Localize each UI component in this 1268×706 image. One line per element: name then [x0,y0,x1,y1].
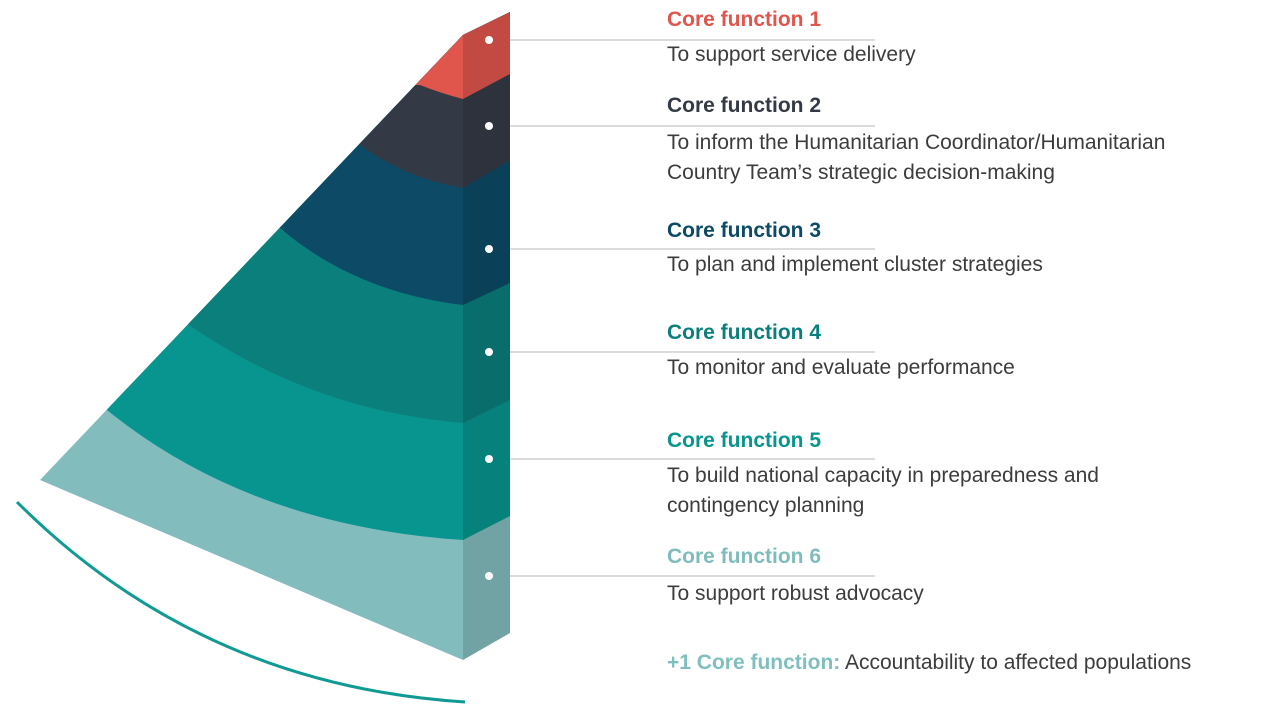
function-1-desc: To support service delivery [667,43,916,66]
function-2-desc-line-2: Country Team’s strategic decision-making [667,161,1055,184]
marker-dot-5 [485,455,493,463]
function-3-title: Core function 3 [667,219,822,242]
function-2-desc-line-1: To inform the Humanitarian Coordinator/H… [667,131,1166,154]
marker-dot-3 [485,245,493,253]
footer-text: Accountability to affected populations [844,651,1192,674]
footer-prefix: +1 Core function: [667,651,841,674]
function-5-desc-line-2: contingency planning [667,494,865,517]
band-2 [40,12,510,188]
connector-lines [510,39,875,577]
function-5-title: Core function 5 [667,429,822,452]
wedge-side-shade [463,12,510,660]
outer-arc [15,500,466,704]
function-6-desc: To support robust advocacy [667,582,924,605]
marker-dot-1 [485,36,493,44]
function-1-title: Core function 1 [667,8,822,31]
band-1 [40,12,510,99]
footer-note: +1 Core function: Accountability to affe… [667,649,1191,677]
function-2-title: Core function 2 [667,94,822,117]
function-6-title: Core function 6 [667,545,822,568]
marker-dots [485,36,493,580]
marker-dot-2 [485,122,493,130]
function-5-desc-line-1: To build national capacity in preparedne… [667,464,1099,487]
function-3-desc: To plan and implement cluster strategies [667,253,1043,276]
marker-dot-4 [485,348,493,356]
marker-dot-6 [485,572,493,580]
function-4-desc: To monitor and evaluate performance [667,356,1015,379]
function-4-title: Core function 4 [667,321,822,344]
